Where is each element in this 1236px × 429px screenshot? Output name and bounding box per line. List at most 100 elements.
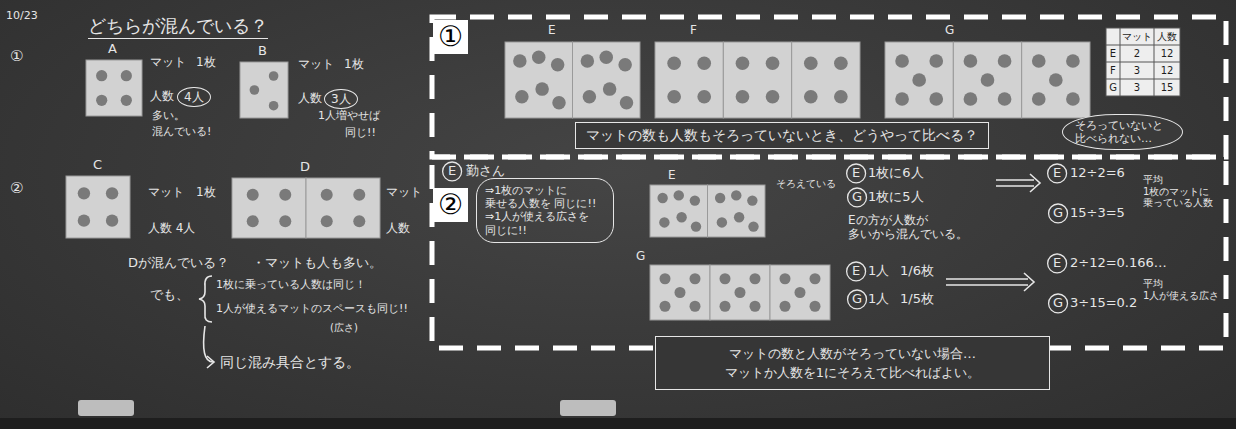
person-dot bbox=[720, 301, 731, 312]
board-text: マット bbox=[298, 58, 334, 72]
person-dot bbox=[912, 73, 926, 87]
section-number: ① bbox=[433, 20, 468, 54]
chalk-brace bbox=[199, 276, 212, 322]
board-text: D bbox=[300, 160, 310, 175]
dashed-frame bbox=[432, 157, 1226, 348]
mat-panel bbox=[505, 42, 573, 118]
mat-panel bbox=[232, 178, 306, 238]
person-dot bbox=[697, 56, 711, 70]
board-text: 2÷12=0.166… bbox=[1070, 256, 1167, 271]
board-text: ・マットも人も多い。 bbox=[252, 256, 382, 271]
person-dot bbox=[735, 287, 746, 298]
person-dot bbox=[603, 82, 617, 96]
board-text: 1枚に乗っている人数は同じ！ bbox=[216, 279, 366, 292]
board-text: マット bbox=[150, 56, 186, 70]
person-dot bbox=[106, 187, 118, 199]
node-text: マットか人数を1にそろえて比べればよい。 bbox=[672, 365, 1033, 381]
person-dot bbox=[715, 193, 725, 203]
section-number: ② bbox=[433, 188, 468, 222]
table-cell: G bbox=[1109, 82, 1117, 94]
person-dot bbox=[736, 56, 750, 70]
board-text: 1枚 bbox=[196, 186, 216, 200]
board-text: 1人 bbox=[868, 264, 889, 279]
letter-circle bbox=[848, 290, 867, 309]
person-dot bbox=[691, 221, 701, 231]
table-cell: 12 bbox=[1161, 65, 1174, 77]
person-dot bbox=[667, 56, 681, 70]
double-arrow-head bbox=[1024, 273, 1034, 291]
person-dot bbox=[780, 301, 791, 312]
person-dot bbox=[535, 82, 549, 96]
board-text: A bbox=[108, 42, 117, 57]
person-dot bbox=[620, 96, 634, 110]
board-text: E bbox=[1053, 166, 1061, 181]
thought-cloud: そろっていないと 比べられない… bbox=[1062, 114, 1183, 150]
board-text: E bbox=[448, 164, 456, 179]
board-text: 1枚 bbox=[344, 58, 364, 72]
person-dot bbox=[964, 54, 978, 68]
person-dot bbox=[660, 273, 671, 284]
letter-circle bbox=[847, 262, 866, 281]
person-dot bbox=[804, 56, 818, 70]
person-dot bbox=[581, 54, 595, 68]
node-text: マットの数と人数がそろっていない場合… bbox=[672, 346, 1033, 362]
board-text: 1人 bbox=[868, 292, 889, 307]
person-dot bbox=[247, 189, 259, 201]
person-dot bbox=[675, 287, 686, 298]
table-cell: 人数 bbox=[1157, 31, 1177, 43]
person-dot bbox=[1066, 92, 1080, 106]
board-text: 人数 bbox=[298, 92, 322, 106]
mat-panel bbox=[710, 265, 770, 320]
person-dot bbox=[747, 195, 757, 205]
board-text: 1/5枚 bbox=[900, 292, 934, 307]
eraser bbox=[560, 400, 616, 416]
person-dot bbox=[690, 195, 700, 205]
mat-panel bbox=[792, 42, 860, 118]
table-cell: E bbox=[1110, 48, 1116, 60]
board-text: G bbox=[852, 292, 862, 307]
person-dot bbox=[1066, 54, 1080, 68]
person-dot bbox=[250, 85, 260, 95]
node-text: ⇒1枚のマットに 乗せる人数を 同じに!! bbox=[485, 184, 605, 210]
person-dot bbox=[78, 214, 90, 226]
node-text: ① bbox=[438, 23, 463, 51]
person-dot bbox=[736, 90, 750, 104]
person-dot bbox=[981, 73, 995, 87]
person-dot bbox=[353, 215, 365, 227]
board-text: E bbox=[852, 264, 860, 279]
person-dot bbox=[96, 95, 107, 106]
chalk-tray bbox=[0, 418, 1236, 429]
board-text: G bbox=[1053, 206, 1063, 221]
person-dot bbox=[998, 54, 1012, 68]
person-dot bbox=[659, 217, 669, 227]
person-dot bbox=[618, 58, 632, 72]
board-text: でも、 bbox=[150, 288, 189, 303]
letter-circle bbox=[1049, 294, 1068, 313]
eraser bbox=[78, 400, 134, 416]
person-dot bbox=[513, 54, 527, 68]
table-cell: 3 bbox=[1134, 82, 1140, 94]
node-text: 3人 bbox=[331, 92, 351, 106]
person-dot bbox=[515, 90, 529, 104]
board-text: G bbox=[945, 24, 954, 38]
person-dot bbox=[964, 92, 978, 106]
board-text: 人数 4人 bbox=[148, 222, 195, 236]
person-dot bbox=[353, 189, 365, 201]
board-text: (広さ) bbox=[330, 322, 358, 334]
letter-circle bbox=[443, 162, 462, 181]
person-dot bbox=[998, 92, 1012, 106]
node-text: ⇒1人が使える広さを 同じに!! bbox=[485, 210, 605, 236]
board-text: 平均 1枚のマットに 乗っている人数 bbox=[1143, 174, 1215, 209]
mat-panel bbox=[770, 265, 830, 320]
board-text: 1人が使えるマットのスペースも同じ!! bbox=[216, 303, 408, 316]
node-text: 4人 bbox=[184, 90, 204, 104]
person-dot bbox=[660, 301, 671, 312]
board-text: G bbox=[636, 250, 645, 264]
person-dot bbox=[929, 92, 943, 106]
person-dot bbox=[1032, 92, 1046, 106]
table-rule bbox=[1106, 62, 1180, 63]
person-dot bbox=[106, 214, 118, 226]
person-dot bbox=[667, 90, 681, 104]
board-text: E bbox=[548, 24, 556, 38]
board-text: 12÷2=6 bbox=[1070, 166, 1125, 181]
